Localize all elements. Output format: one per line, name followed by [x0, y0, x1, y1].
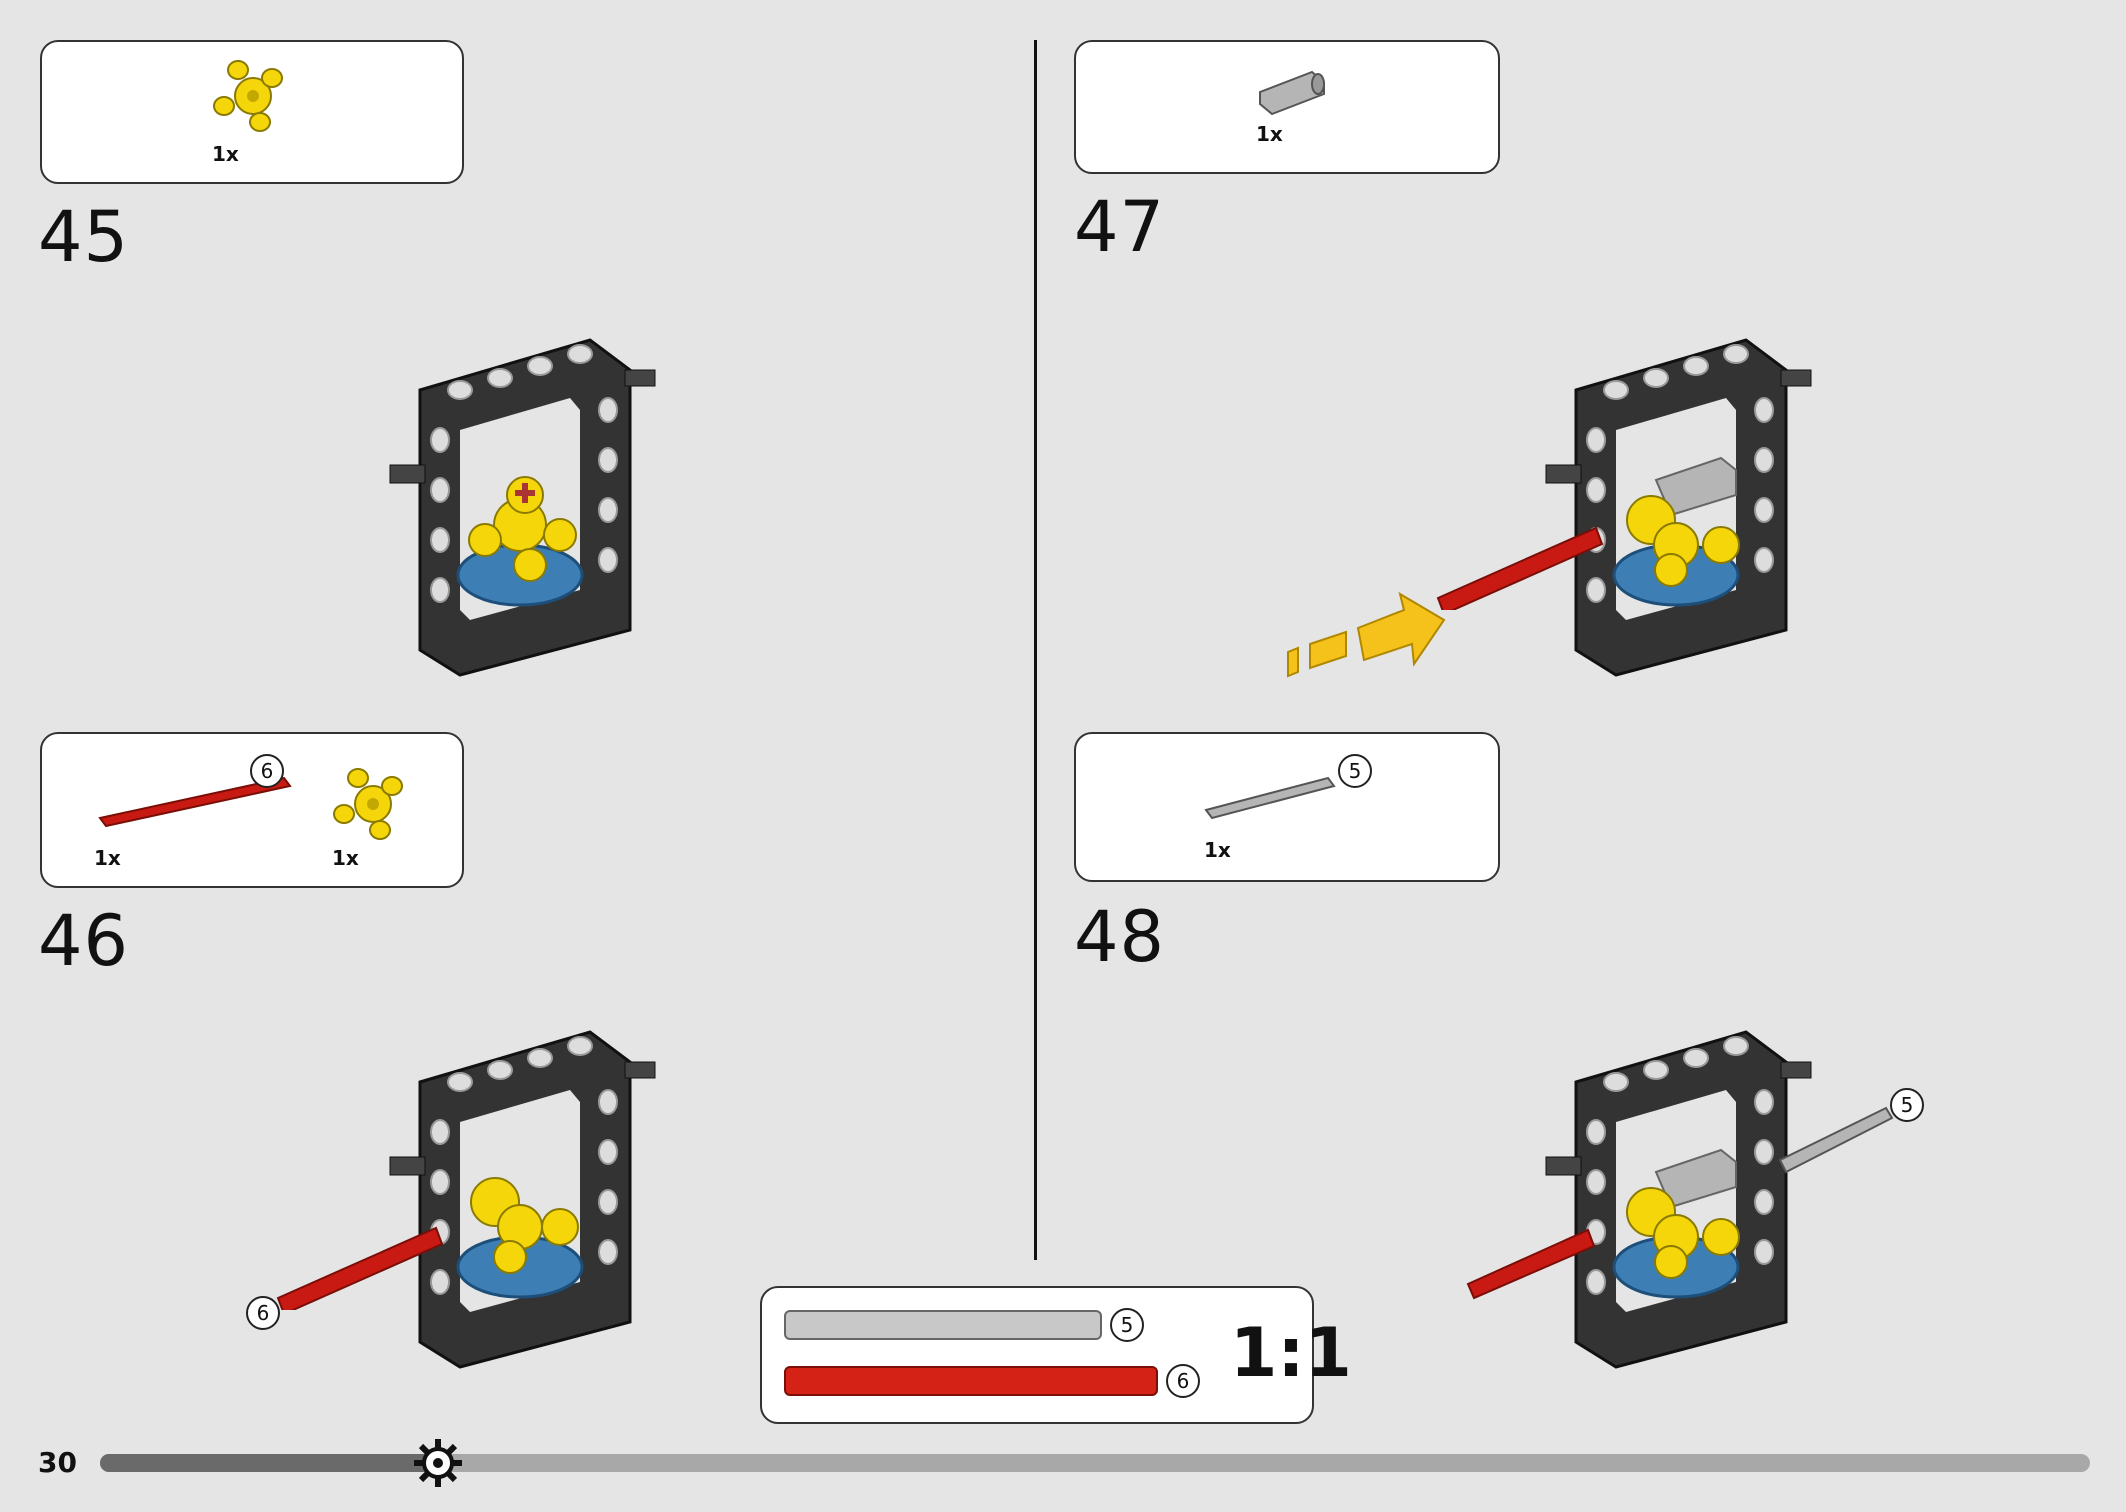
grey-axle-connector-icon [1259, 70, 1325, 116]
step-number-48: 48 [1074, 896, 1166, 978]
part-quantity: 1x [1256, 122, 1283, 146]
assembly-step-45 [389, 338, 656, 677]
page-number: 30 [38, 1446, 77, 1479]
parts-callout-step-48: 5 1x [1074, 732, 1500, 882]
red-axle-6-scale [784, 1366, 1158, 1396]
parts-callout-step-47: 1x [1074, 40, 1500, 174]
part-quantity: 1x [212, 142, 239, 166]
axle-length-badge: 5 [1110, 1308, 1144, 1342]
axle-length-badge: 5 [1338, 754, 1372, 788]
scale-ruler-callout: 5 6 1:1 [760, 1286, 1352, 1424]
red-axle-inserting [1436, 526, 1604, 610]
part-quantity: 1x [1204, 838, 1231, 862]
column-divider [1034, 40, 1037, 1260]
part-quantity: 1x [94, 846, 121, 870]
red-axle-icon [98, 776, 292, 828]
progress-bar-fill [100, 1454, 438, 1472]
scale-ratio-label: 1:1 [1230, 1314, 1352, 1393]
axle-length-badge: 6 [250, 754, 284, 788]
yellow-connector-icon [213, 60, 283, 132]
parts-callout-step-45: 1x [40, 40, 464, 184]
axle-length-badge: 6 [1166, 1364, 1200, 1398]
step-number-46: 46 [38, 900, 130, 982]
insert-direction-arrow-icon [1287, 591, 1446, 678]
axle-length-badge: 5 [1890, 1088, 1924, 1122]
assembly-step-46 [389, 1030, 656, 1369]
gear-icon [414, 1439, 462, 1487]
grey-axle-icon [1204, 776, 1336, 820]
assembly-step-47 [1545, 338, 1812, 677]
assembly-step-48 [1545, 1030, 1812, 1369]
parts-callout-step-46: 6 1x 1x [40, 732, 464, 888]
axle-length-badge: 6 [246, 1296, 280, 1330]
step-number-45: 45 [38, 196, 130, 278]
part-quantity: 1x [332, 846, 359, 870]
step-number-47: 47 [1074, 186, 1166, 268]
progress-bar [100, 1454, 2090, 1472]
red-axle-installed [1466, 1228, 1596, 1300]
grey-axle-5-scale [784, 1310, 1102, 1340]
red-axle-inserted [276, 1226, 444, 1310]
grey-axle-inserting [1778, 1106, 1894, 1174]
yellow-connector-icon [333, 768, 403, 840]
